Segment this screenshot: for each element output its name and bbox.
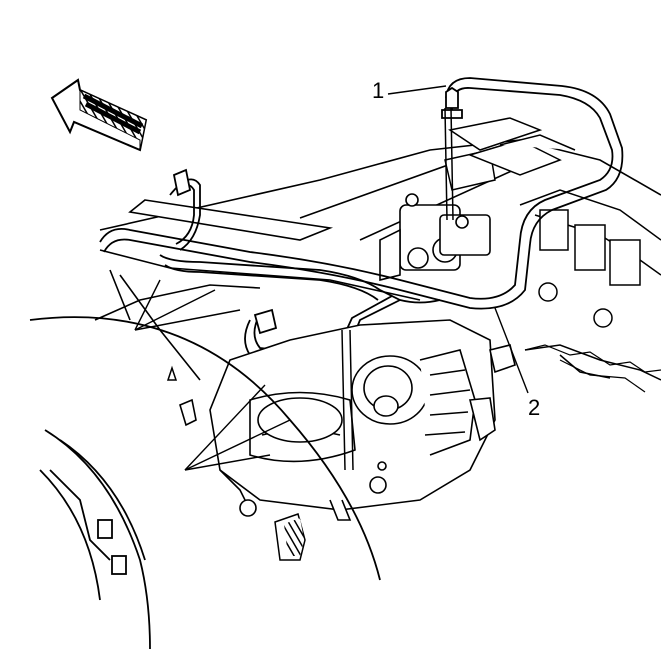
callout-1-label: 1 <box>372 78 385 103</box>
shaded-block <box>274 513 306 561</box>
leader-lines <box>134 85 529 471</box>
upper-bracket <box>444 117 576 191</box>
callout-2-label: 2 <box>528 395 541 420</box>
hvac-module-right <box>519 189 661 381</box>
right-fender-edge <box>524 344 661 393</box>
mounting-rods <box>166 107 454 471</box>
wheel-arch <box>29 316 381 649</box>
motor-assembly <box>179 319 516 521</box>
forward-direction-arrow-icon <box>50 78 148 152</box>
heater-control-valve <box>379 193 491 282</box>
